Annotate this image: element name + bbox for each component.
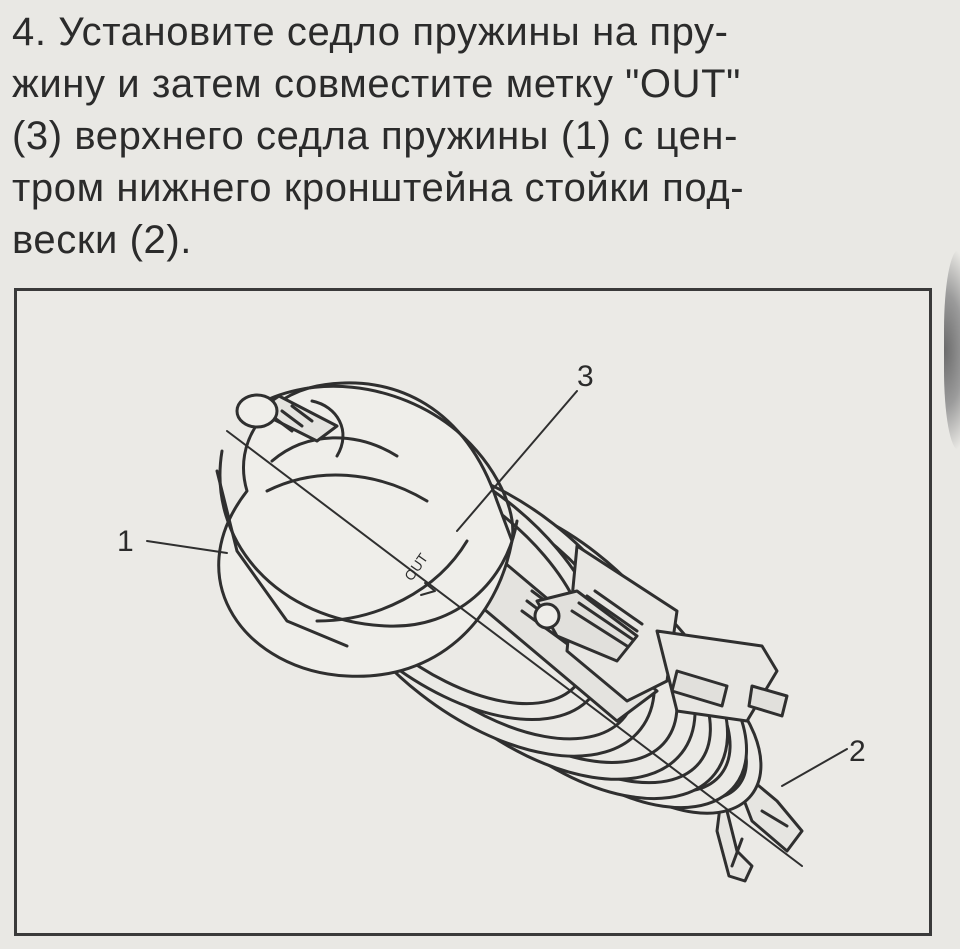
callout-label-1: 1 — [117, 525, 134, 558]
leader-line-2 — [781, 748, 848, 787]
callout-label-3: 3 — [577, 360, 594, 393]
leader-line-3 — [456, 390, 578, 532]
strut-spring-illustration: OUT 1 2 3 — [117, 360, 866, 883]
upper-spring-seat — [215, 381, 519, 678]
top-stud — [235, 393, 345, 458]
figure-frame: OUT 1 2 3 — [14, 288, 932, 936]
out-mark-arrow — [420, 582, 436, 596]
leader-line-1 — [146, 540, 228, 554]
page-edge-shadow — [944, 250, 960, 450]
instruction-line: вески (2). — [12, 218, 193, 262]
instruction-step-4: 4. Установите седло пружины на пру- жину… — [12, 6, 932, 266]
callout-label-2: 2 — [849, 735, 866, 768]
alignment-center-line — [226, 430, 803, 867]
instruction-line: тром нижнего кронштейна стойки под- — [12, 166, 745, 210]
spring-compressor-clamp — [533, 544, 789, 723]
instruction-line: жину и затем совместите метку "OUT" — [12, 62, 741, 106]
instruction-line: (3) верхнего седла пружины (1) с цен- — [12, 114, 739, 158]
instruction-line: 4. Установите седло пружины на пру- — [12, 10, 729, 54]
